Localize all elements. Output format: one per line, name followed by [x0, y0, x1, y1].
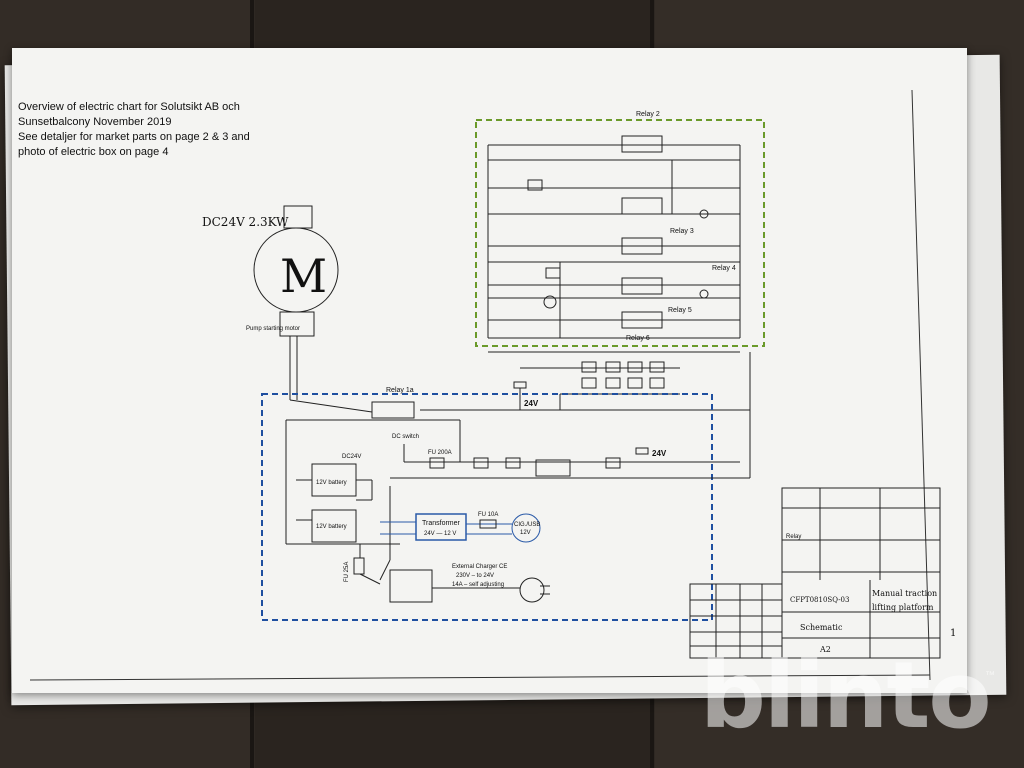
lamp-2 [699, 289, 709, 299]
motor-base [279, 311, 315, 337]
coil-2 [545, 267, 561, 279]
revision-block [689, 583, 783, 659]
relay-2-label: Relay 2 [636, 111, 660, 118]
dc-switch-label: DC switch [392, 434, 419, 440]
charger-label-2: 230V – to 24V [456, 573, 494, 579]
drawing-title-2: lifting platform [872, 603, 934, 612]
fuse-module [535, 459, 571, 477]
title-relay: Relay [786, 534, 801, 540]
overview-text: Overview of electric chart for Solutsikt… [18, 100, 318, 160]
battery-2-label: 12V battery [316, 524, 347, 530]
external-charger [389, 569, 433, 603]
transformer-box [415, 513, 467, 541]
relay-4-contact [621, 277, 663, 295]
relay-5-contact [621, 311, 663, 329]
relay-section-box [475, 119, 765, 347]
drawing-title-1: Manual traction [872, 589, 937, 598]
power-section-box [261, 393, 713, 621]
mains-plug [519, 577, 545, 603]
relay-1a-label: Relay 1a [386, 387, 414, 394]
24v-right-label: 24V [652, 449, 667, 458]
drawing-code: CFPT0810SQ-03 [790, 596, 849, 604]
fu25a-fuse [353, 557, 365, 575]
relay-1a-contact [371, 401, 415, 419]
battery-1-label: 12V battery [316, 480, 347, 486]
24v-terminal [513, 381, 527, 389]
fu25a-label: FU 25A [344, 562, 350, 582]
fu10a-label: FU 10A [478, 512, 498, 518]
dc24v-label: DC24V [342, 454, 361, 460]
blinto-watermark: blinto [700, 642, 992, 749]
relay-6-label: Relay 6 [626, 335, 650, 342]
motor-symbol: M [280, 249, 327, 303]
24v-terminal-right [635, 447, 649, 455]
relay-3-label: Relay 3 [670, 228, 694, 235]
relay-contact-a [621, 197, 663, 215]
battery-2 [311, 509, 357, 543]
schematic-label: Schematic [800, 623, 843, 632]
relay-3-contact [621, 237, 663, 255]
coil [527, 179, 543, 191]
relay-5-label: Relay 5 [668, 307, 692, 314]
intro-line-3: See detaljer for market parts on page 2 … [18, 131, 250, 143]
lamp-1 [699, 209, 709, 219]
intro-line-4: photo of electric box on page 4 [18, 146, 169, 158]
lamp-3 [543, 295, 557, 309]
sheet-size: A2 [819, 645, 831, 654]
intro-line-1: Overview of electric chart for Solutsikt… [18, 101, 240, 113]
transformer-label-2: 24V — 12 V [424, 531, 456, 537]
page-number: 1 [950, 628, 956, 639]
cig-label-1: CIG./USB [514, 522, 540, 528]
charger-label-1: External Charger CE [452, 564, 507, 570]
title-block [781, 487, 941, 659]
fu200-label: FU 200A [428, 450, 452, 456]
cig-usb-socket [511, 513, 541, 543]
cig-label-2: 12V [520, 530, 531, 536]
transformer-label-1: Transformer [422, 520, 461, 527]
intro-line-2: Sunsetbalcony November 2019 [18, 116, 172, 128]
relay-4-label: Relay 4 [712, 265, 736, 272]
diagram-sheet [12, 48, 967, 693]
relay-2-contact [621, 135, 663, 153]
charger-label-3: 14A – self adjusting [452, 582, 504, 588]
motor-caption: Pump starting motor [246, 326, 300, 332]
watermark-trademark: ™ [985, 670, 995, 681]
motor-rating: DC24V 2.3KW [202, 215, 289, 229]
24v-top-label: 24V [524, 399, 539, 408]
